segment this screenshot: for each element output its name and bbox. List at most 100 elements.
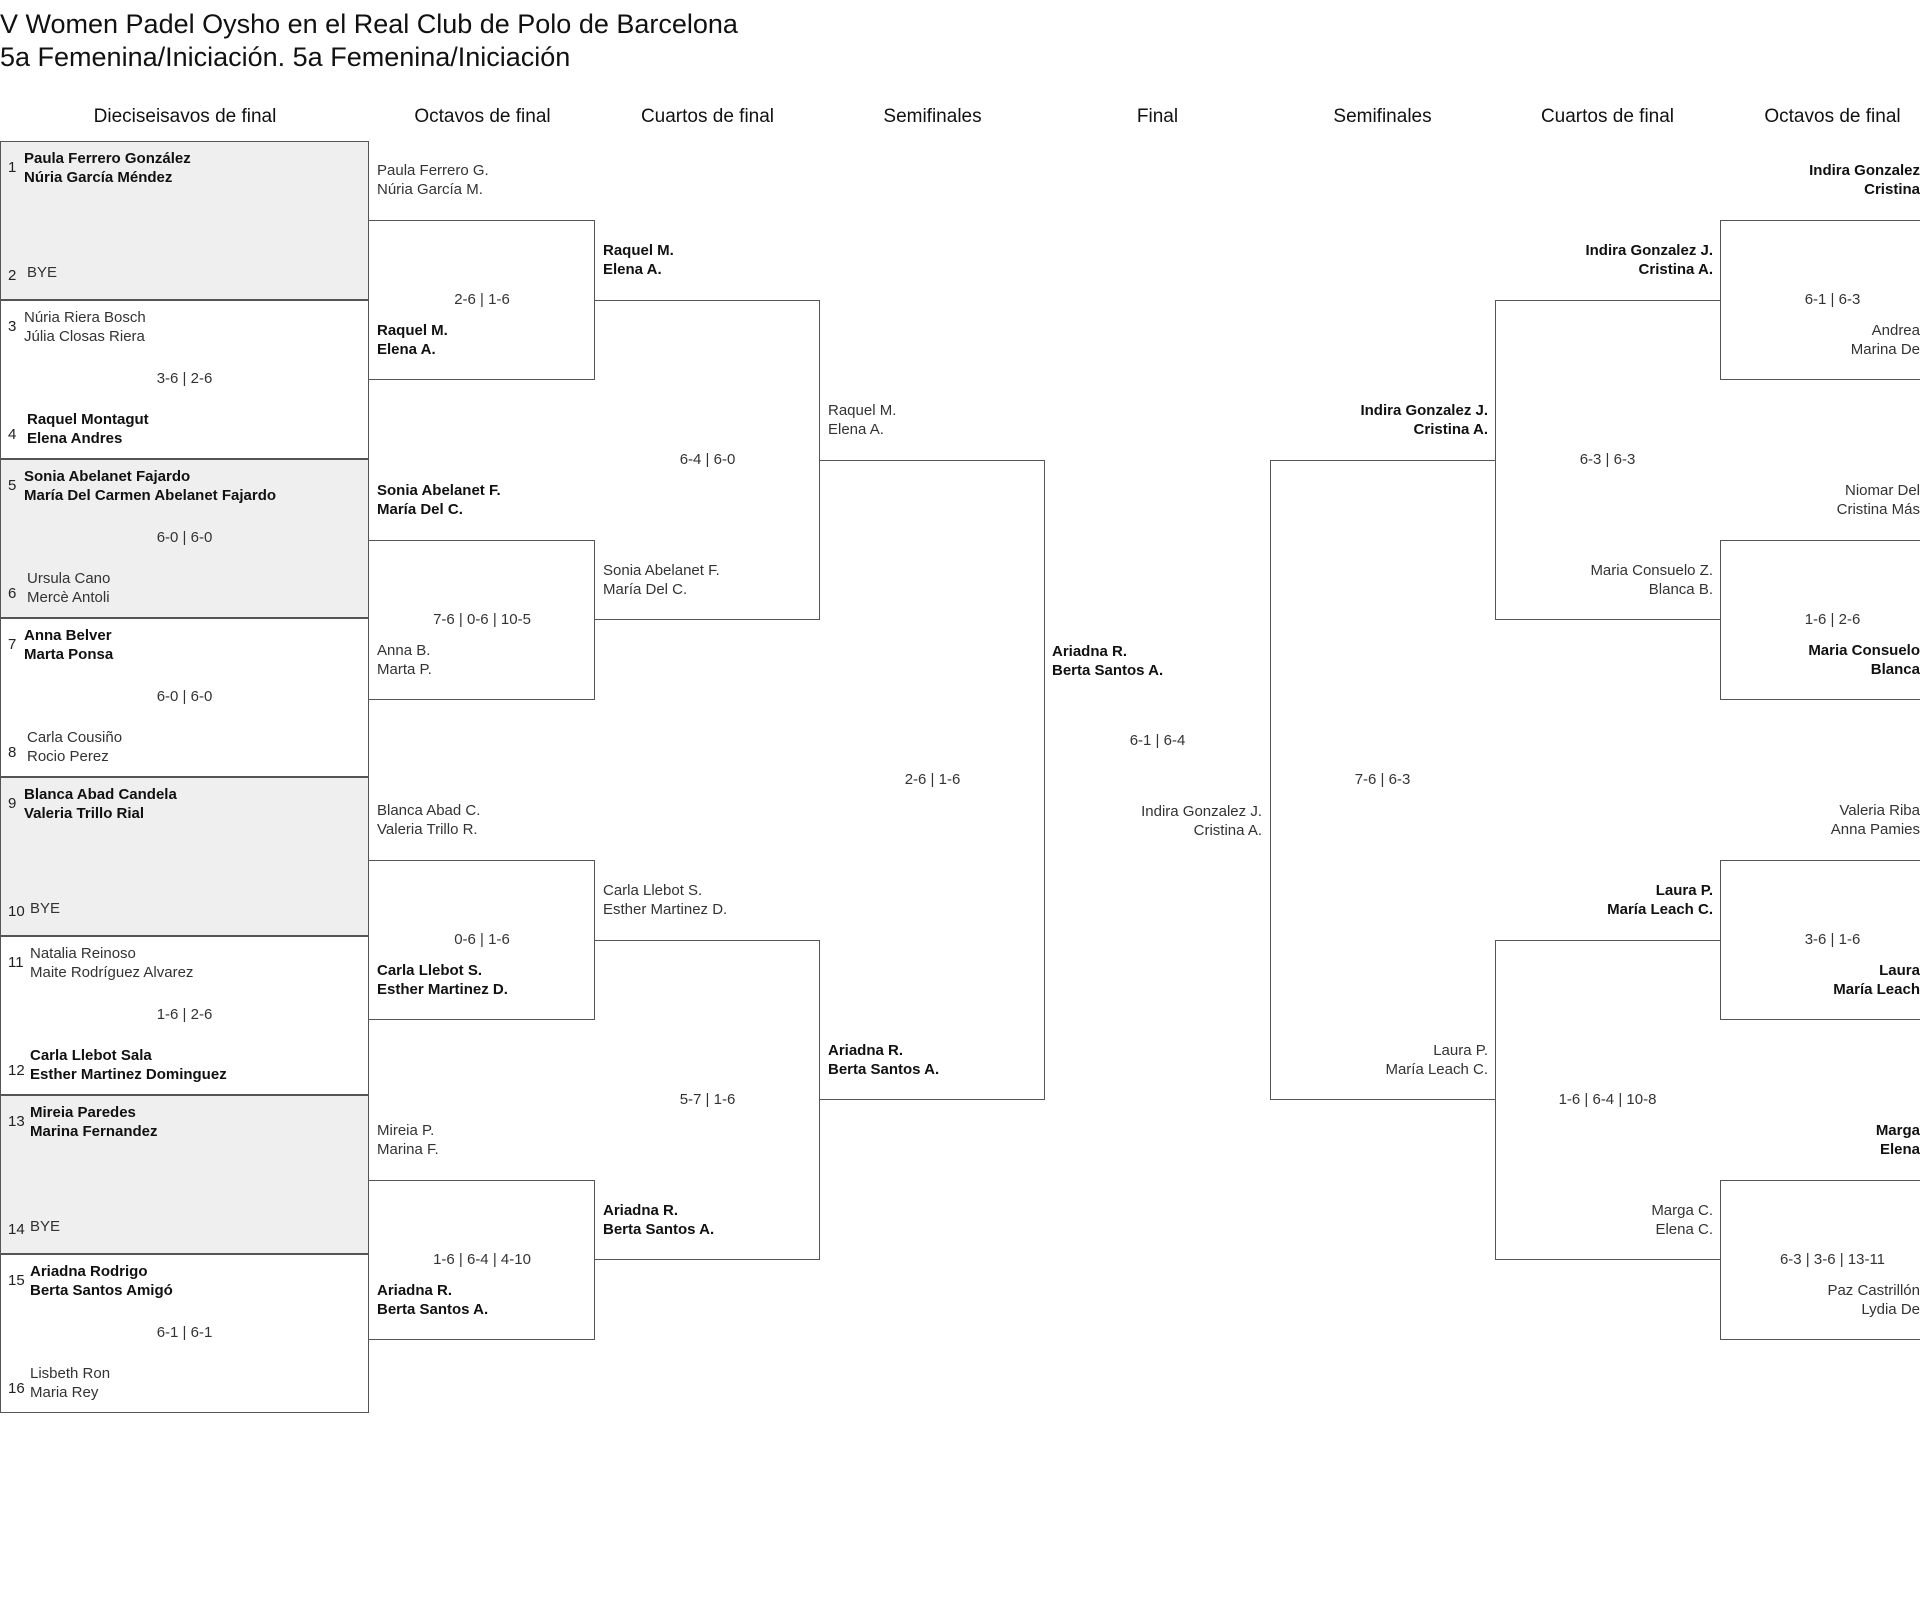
seed-number: 8 xyxy=(8,744,17,761)
team-name: Ursula Cano Mercè Antoli xyxy=(27,570,111,606)
bracket-connector xyxy=(369,540,595,700)
match-score: 3-6 | 2-6 xyxy=(156,370,213,387)
seed-number: 2 xyxy=(8,267,17,284)
team-name: Paula Ferrero G. Núria García M. xyxy=(377,162,489,198)
match-score: 3-6 | 1-6 xyxy=(1804,931,1861,948)
seed-number: 6 xyxy=(8,585,17,602)
first-round-match xyxy=(0,141,369,300)
team-name: Blanca Abad Candela Valeria Trillo Rial xyxy=(24,786,177,822)
team-name: Indira Gonzalez Cristina xyxy=(1809,162,1920,198)
team-name: Blanca Abad C. Valeria Trillo R. xyxy=(377,802,481,838)
team-name: Ariadna R. Berta Santos A. xyxy=(1052,643,1164,679)
team-name: Marga Elena xyxy=(1875,1122,1920,1158)
team-name: Carla Llebot S. Esther Martinez D. xyxy=(603,882,728,918)
round-header-4: Final xyxy=(1136,106,1179,127)
round-header-1: Octavos de final xyxy=(414,106,551,127)
team-name: BYE xyxy=(27,264,58,281)
bracket-connector xyxy=(595,940,820,1260)
page-title: V Women Padel Oysho en el Real Club de P… xyxy=(0,9,738,39)
round-header-2: Cuartos de final xyxy=(640,106,775,127)
first-round-match xyxy=(0,618,369,777)
round-header-0: Dieciseisavos de final xyxy=(93,106,277,127)
match-score: 6-1 | 6-4 xyxy=(1129,732,1186,749)
team-name: Ariadna R. Berta Santos A. xyxy=(828,1042,940,1078)
team-name: Valeria Riba Anna Pamies xyxy=(1830,802,1920,838)
seed-number: 1 xyxy=(8,159,17,176)
match-score: 1-6 | 6-4 | 10-8 xyxy=(1558,1091,1657,1108)
team-name: Sonia Abelanet F. María Del C. xyxy=(377,482,501,518)
match-score: 5-7 | 1-6 xyxy=(679,1091,736,1108)
match-score: 6-0 | 6-0 xyxy=(156,688,213,705)
team-name: Carla Llebot S. Esther Martinez D. xyxy=(377,962,508,998)
seed-number: 13 xyxy=(8,1113,25,1130)
match-score: 6-0 | 6-0 xyxy=(156,529,213,546)
team-name: Laura P. María Leach C. xyxy=(1385,1042,1488,1078)
match-score: 7-6 | 0-6 | 10-5 xyxy=(433,611,531,628)
team-name: Laura P. María Leach C. xyxy=(1607,882,1713,918)
seed-number: 16 xyxy=(8,1380,25,1397)
match-score: 6-1 | 6-1 xyxy=(156,1324,213,1341)
round-header-5: Semifinales xyxy=(1333,106,1432,127)
match-score: 1-6 | 6-4 | 4-10 xyxy=(433,1251,531,1268)
team-name: Indira Gonzalez J. Cristina A. xyxy=(1360,402,1488,438)
first-round-match xyxy=(0,936,369,1095)
seed-number: 7 xyxy=(8,636,17,653)
bracket-connector xyxy=(1720,220,1920,380)
team-name: Marga C. Elena C. xyxy=(1651,1202,1713,1238)
team-name: Raquel Montagut Elena Andres xyxy=(27,411,149,447)
team-name: BYE xyxy=(30,900,61,917)
team-name: Natalia Reinoso Maite Rodríguez Alvarez xyxy=(30,945,194,981)
seed-number: 12 xyxy=(8,1062,25,1079)
team-name: Mireia Paredes Marina Fernandez xyxy=(30,1104,158,1140)
team-name: Mireia P. Marina F. xyxy=(377,1122,439,1158)
page-subtitle: 5a Femenina/Iniciación. 5a Femenina/Inic… xyxy=(0,42,571,72)
match-score: 1-6 | 2-6 xyxy=(156,1006,213,1023)
team-name: Ariadna R. Berta Santos A. xyxy=(377,1282,489,1318)
seed-number: 14 xyxy=(8,1221,25,1238)
team-name: Raquel M. Elena A. xyxy=(603,242,674,278)
bracket-connector xyxy=(369,860,595,1020)
match-score: 6-4 | 6-0 xyxy=(679,451,736,468)
team-name: Lisbeth Ron Maria Rey xyxy=(30,1365,111,1401)
bracket-connector xyxy=(1270,460,1495,1100)
team-name: Ariadna R. Berta Santos A. xyxy=(603,1202,715,1238)
match-score: 2-6 | 1-6 xyxy=(454,291,510,308)
team-name: Paz Castrillón Lydia De xyxy=(1827,1282,1920,1318)
team-name: Laura María Leach xyxy=(1833,962,1920,998)
seed-number: 15 xyxy=(8,1272,25,1289)
bracket-connector xyxy=(369,220,595,380)
match-score: 6-3 | 6-3 xyxy=(1579,451,1636,468)
team-name: Maria Consuelo Blanca xyxy=(1808,642,1920,678)
team-name: Raquel M. Elena A. xyxy=(377,322,448,358)
team-name: Indira Gonzalez J. Cristina A. xyxy=(1141,803,1262,839)
first-round-match xyxy=(0,1254,369,1413)
seed-number: 4 xyxy=(8,426,17,443)
team-name: Raquel M. Elena A. xyxy=(828,402,897,438)
team-name: Paula Ferrero González Núria García Ménd… xyxy=(24,150,191,186)
match-score: 6-3 | 3-6 | 13-11 xyxy=(1779,1251,1886,1268)
round-header-6: Cuartos de final xyxy=(1540,106,1675,127)
match-score: 1-6 | 2-6 xyxy=(1804,611,1861,628)
seed-number: 9 xyxy=(8,795,17,812)
team-name: Núria Riera Bosch Júlia Closas Riera xyxy=(24,309,146,345)
first-round-match xyxy=(0,300,369,459)
first-round-match xyxy=(0,1095,369,1254)
first-round-match xyxy=(0,459,369,618)
team-name: Sonia Abelanet Fajardo María Del Carmen … xyxy=(24,468,277,504)
bracket-connector xyxy=(1720,860,1920,1020)
bracket-connector xyxy=(1495,300,1720,620)
team-name: Anna B. Marta P. xyxy=(377,642,432,678)
team-name: Ariadna Rodrigo Berta Santos Amigó xyxy=(30,1263,173,1299)
match-score: 2-6 | 1-6 xyxy=(904,771,961,788)
team-name: Carla Llebot Sala Esther Martinez Doming… xyxy=(30,1047,227,1083)
team-name: Indira Gonzalez J. Cristina A. xyxy=(1585,242,1713,278)
seed-number: 3 xyxy=(8,318,17,335)
bracket-connector xyxy=(1495,940,1720,1260)
seed-number: 10 xyxy=(8,903,25,920)
team-name: Niomar Del Cristina Más xyxy=(1836,482,1920,518)
bracket-connector xyxy=(1720,1180,1920,1340)
match-score: 7-6 | 6-3 xyxy=(1354,771,1411,788)
match-score: 0-6 | 1-6 xyxy=(454,931,510,948)
bracket-connector xyxy=(1720,540,1920,700)
bracket-connector xyxy=(595,300,820,620)
